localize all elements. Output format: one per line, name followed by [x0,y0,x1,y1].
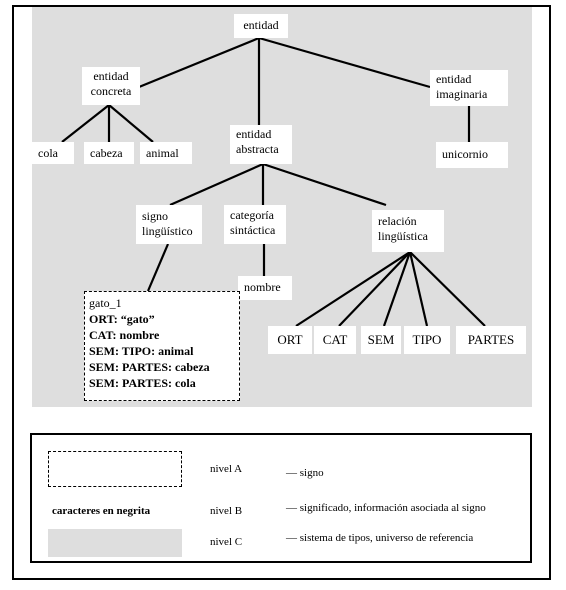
edge-relacion-sem [382,251,412,327]
edge-entidad-concreta [138,36,260,89]
sign-line-sem-partes-cabeza: SEM: PARTES: cabeza [89,360,210,374]
legend-desc-b: — significado, información asociada al s… [286,502,486,514]
sign-line-sem-partes-cola: SEM: PARTES: cola [89,376,196,390]
legend-level-b: nivel B [210,505,243,517]
node-tipo: TIPO [404,326,450,354]
legend-desc-c: — sistema de tipos, universo de referenc… [286,532,474,544]
edge-abstracta-relacion [262,162,387,207]
node-cola: cola [32,142,74,164]
node-cat: CAT [314,326,356,354]
node-signo-linguistico: signo lingüístico [136,205,202,244]
node-cabeza: cabeza [84,142,134,164]
node-animal: animal [140,142,192,164]
edge-entidad-imaginaria [258,36,431,89]
edge-relacion-ort [295,251,411,327]
edge-concreta-animal [108,104,154,143]
edge-concreta-cola [61,104,110,143]
legend-level-c: nivel C [210,536,243,548]
legend-dashed-box-sample [48,451,182,487]
node-categoria-sintactica: categoría sintáctica [224,205,286,244]
node-partes: PARTES [456,326,526,354]
sign-line-cat: CAT: nombre [89,328,160,342]
sign-line-ort: ORT: “gato” [89,312,155,326]
node-unicornio: unicornio [436,142,508,168]
node-entidad-imaginaria: entidad imaginaria [430,70,508,106]
edge-relacion-cat [338,251,411,327]
node-entidad-abstracta: entidad abstracta [230,125,292,164]
legend-desc-a: — signo [286,467,324,479]
legend-gray-sample [48,529,182,557]
sign-title: gato_1 [89,296,122,310]
sign-line-sem-tipo: SEM: TIPO: animal [89,344,194,358]
legend-level-a: nivel A [210,463,243,475]
node-ort: ORT [268,326,312,354]
edge-relacion-partes [409,251,486,327]
node-nombre: nombre [238,276,292,300]
legend-bold-sample: caracteres en negrita [52,505,151,517]
node-sem: SEM [361,326,401,354]
node-relacion-linguistica: relación lingüística [372,210,444,252]
edge-relacion-tipo [408,251,429,327]
edge-signo-gato [146,243,170,292]
legend: caracteres en negrita nivel A nivel B ni… [30,433,532,563]
edge-abstracta-signo [169,162,264,207]
node-entidad: entidad [234,14,288,38]
sign-gato-box: gato_1 ORT: “gato” CAT: nombre SEM: TIPO… [84,291,240,401]
node-entidad-concreta: entidad concreta [82,67,140,105]
